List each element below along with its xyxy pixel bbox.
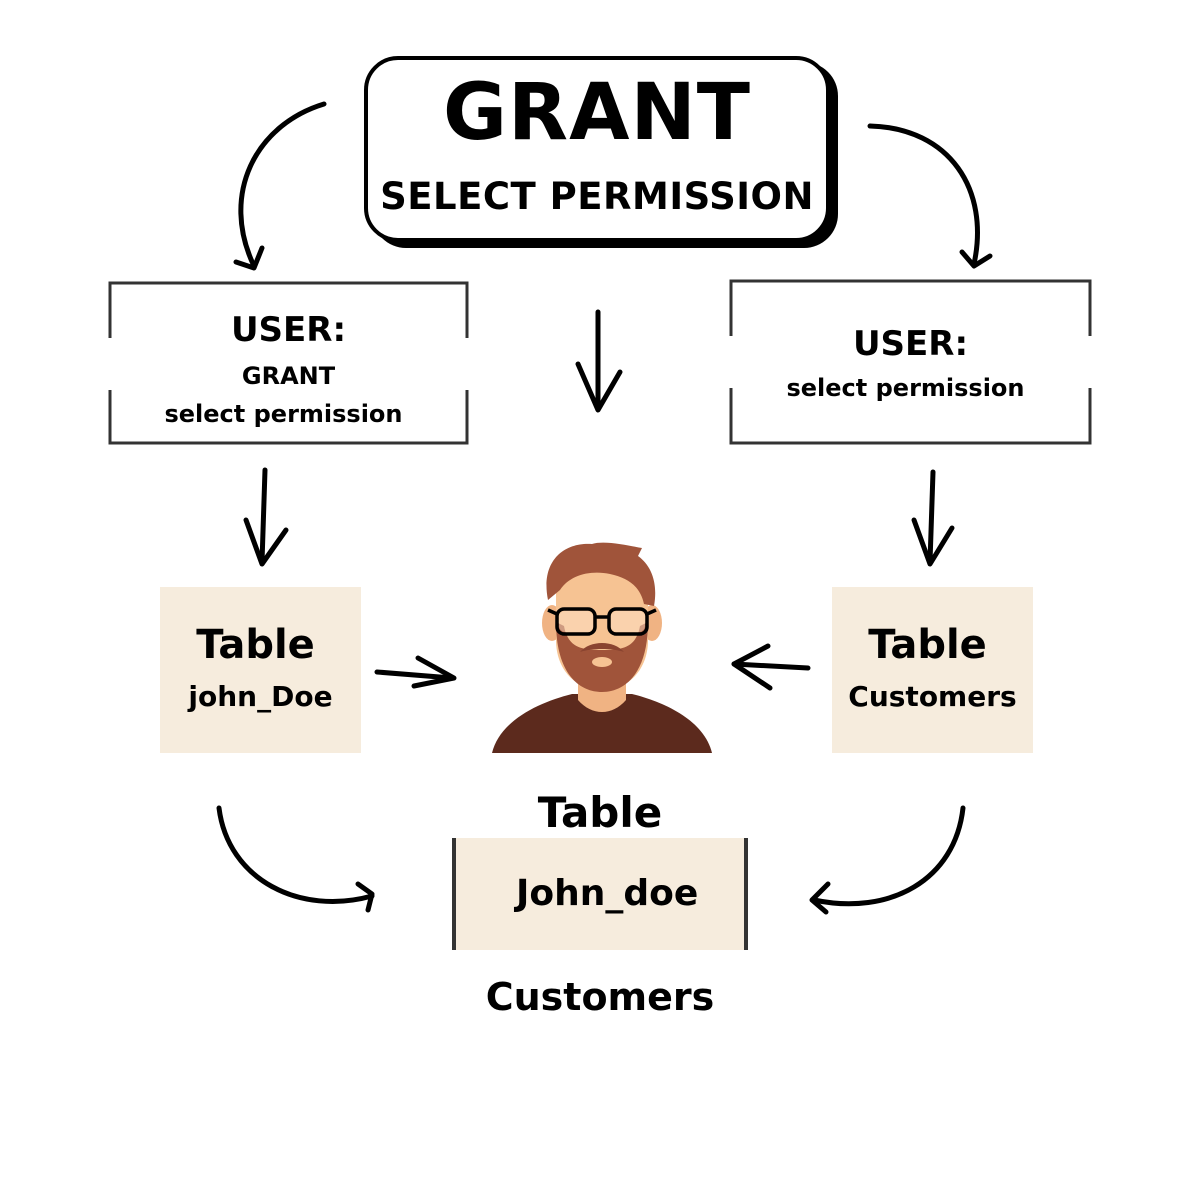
arrowhead-title-down xyxy=(575,361,623,413)
user-box-left: USER: GRANT select permission xyxy=(110,283,467,443)
arrow-table-right-to-person xyxy=(731,661,811,671)
arrowhead-table-right-to-person xyxy=(731,643,773,691)
user-box-right: USER: select permission xyxy=(731,281,1090,443)
user-left-heading: USER: xyxy=(230,310,347,350)
table-right-name: Customers xyxy=(848,680,1017,713)
user-right-line1: select permission xyxy=(786,374,1025,402)
arrowhead-user-right-to-table xyxy=(911,517,955,567)
bottom-table-title: Table xyxy=(537,788,663,837)
arrowhead-table-left-to-bottom xyxy=(355,881,375,913)
arrowhead-table-right-to-bottom xyxy=(809,881,831,915)
table-left-title: Table xyxy=(196,622,315,668)
arrow-table-right-to-bottom xyxy=(811,805,966,907)
table-right-title: Table xyxy=(868,622,987,668)
user-box-left-frame xyxy=(108,281,469,445)
table-card-right: Table Customers xyxy=(832,587,1033,753)
user-left-line2: select permission xyxy=(164,400,403,428)
user-left-line1: GRANT xyxy=(241,362,336,390)
arrow-user-left-to-table xyxy=(259,467,268,565)
arrowhead-user-left-to-table xyxy=(243,517,289,567)
bottom-table-caption: Customers xyxy=(485,975,715,1019)
bottom-table-name: John_doe xyxy=(516,873,699,914)
arrowhead-title-to-user-left xyxy=(233,245,265,271)
table-card-left: Table john_Doe xyxy=(160,587,361,753)
bottom-table-box: John_doe xyxy=(452,838,748,950)
arrow-table-left-to-person xyxy=(374,669,455,681)
arrow-table-left-to-bottom xyxy=(216,805,375,904)
arrowhead-table-left-to-person xyxy=(411,655,457,689)
table-left-name: john_Doe xyxy=(188,680,333,713)
user-right-heading: USER: xyxy=(852,324,969,364)
arrow-title-to-user-right xyxy=(867,123,980,267)
bearded-man-with-glasses-icon xyxy=(492,542,712,753)
user-box-right-frame xyxy=(729,279,1092,445)
arrowhead-title-to-user-right xyxy=(959,249,993,269)
title-subtitle: SELECT PERMISSION xyxy=(380,175,814,218)
grant-title-box: GRANT SELECT PERMISSION xyxy=(364,56,830,242)
title-main: GRANT xyxy=(443,68,751,158)
arrow-title-to-user-left xyxy=(238,101,327,269)
arrow-user-right-to-table xyxy=(927,469,936,565)
